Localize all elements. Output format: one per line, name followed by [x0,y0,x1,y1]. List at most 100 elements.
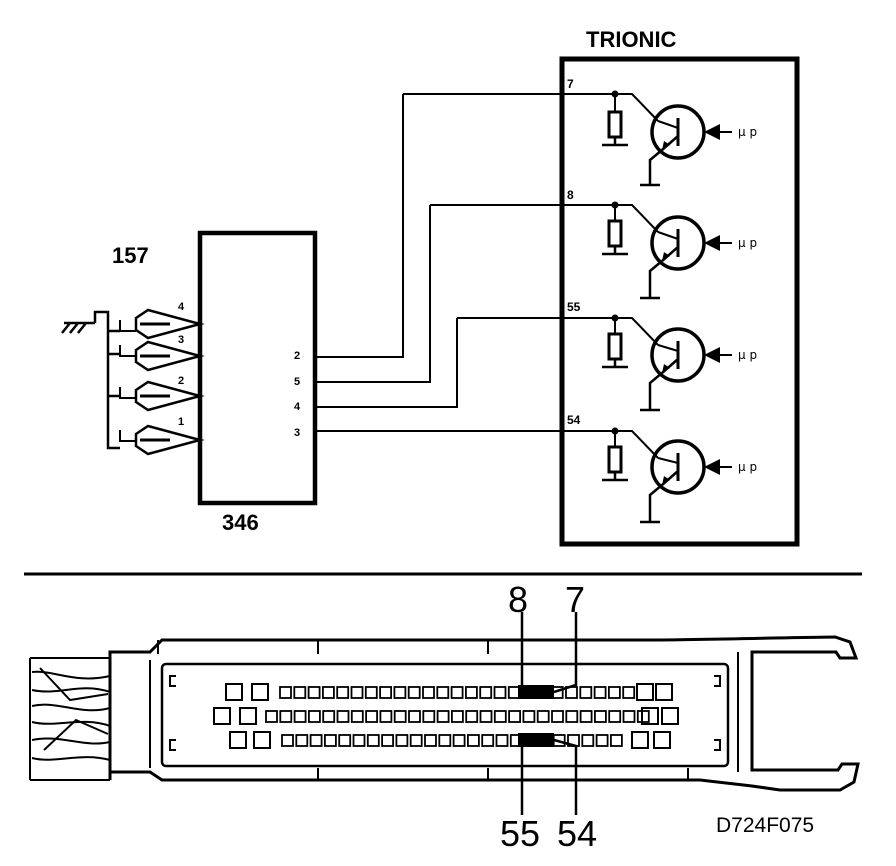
highlight-pins-bottom [518,733,554,747]
ecu-connector [29,612,860,815]
connector-face [160,662,730,768]
connector-pin [352,734,366,747]
connector-pin [393,686,407,699]
connector-pin [608,686,621,699]
connector-pin [350,686,364,699]
connector-pin [253,731,271,749]
connector-pin [229,731,247,749]
connector-pin [655,683,673,701]
connector-pin [479,686,493,699]
connector-pin [393,710,407,723]
mu-p-label: µ p [738,348,757,362]
component-157-label: 157 [112,243,149,268]
connector-pin [450,686,464,699]
component-346-box [197,230,318,506]
connector-pin [409,734,423,747]
connector-pin [452,734,466,747]
connector-pin [579,686,593,699]
connector-pin [551,710,564,723]
connector-pin [338,734,352,747]
connector-pin [594,710,607,723]
figure-code: D724F075 [716,814,814,837]
connector-pin [408,710,421,723]
connector-pin [579,710,593,723]
connector-pin [508,710,522,723]
connector-pin [365,710,379,723]
connector-pin [323,734,337,747]
mu-p-label: µ p [738,460,757,474]
sensor-element: 1 [119,416,205,456]
connector-pin [436,710,450,723]
sensor-element: 4 [119,301,205,340]
ground-icon [602,472,628,482]
component-157-pin-label: 4 [178,301,185,313]
ground-icon [640,260,663,300]
resistor-icon [607,332,623,361]
harness-wires [324,94,458,408]
resistor-icon [607,445,623,474]
cable-bundle [29,657,111,781]
connector-pin [495,734,509,747]
ground-icon [61,310,120,450]
connector-pin [225,683,243,701]
ground-icon [640,484,663,524]
connector-pin [239,707,257,725]
connector-pin [479,710,493,723]
resistor-icon [607,219,623,248]
trionic-pin-label: 8 [567,188,574,202]
arrow-icon [704,347,720,363]
wire-pin4-to-55 [324,318,458,408]
connector-pin [593,686,607,699]
component-157-pin-label: 3 [178,334,184,346]
connector-pin [565,710,579,723]
connector-pin [622,710,636,723]
resistor-icon [607,110,623,139]
mu-p-label: µ p [738,236,757,250]
trionic-stage-1: 7 µ p [403,77,757,187]
component-346-pin-label: 2 [294,350,300,362]
connector-pin [295,734,309,747]
arrow-icon [704,124,720,140]
trionic-box [559,56,800,547]
connector-pin [610,734,623,747]
connector-pin [466,734,480,747]
connector-pin [422,686,435,699]
connector-pin [265,710,278,723]
component-157-pin-label: 2 [178,375,184,387]
component-346-pin-label: 4 [294,401,301,413]
arrow-icon [704,235,720,251]
connector-pin [213,707,231,725]
trionic-stage-2: 8 µ p [430,188,757,300]
ground-icon [602,246,628,256]
connector-pin [641,707,659,725]
leader-line [553,612,578,694]
connector-pin [450,710,464,723]
connector-pin [493,686,507,699]
connector-pin [395,734,409,747]
connector-label-55: 55 [500,813,540,854]
connector-label-8: 8 [508,579,528,620]
connector-pin [536,710,550,723]
trionic-title: TRIONIC [586,27,677,52]
connector-pin [322,710,336,723]
connector-pin [307,710,321,723]
highlight-pins-top [518,685,554,699]
connector-pin [293,710,307,723]
ground-icon [640,372,663,412]
connector-pin [636,710,650,723]
connector-pin [381,734,395,747]
connector-housing [108,635,860,792]
trionic-pin-label: 54 [567,413,581,427]
connector-pin [465,710,479,723]
connector-pin [364,686,378,699]
connector-pin [309,734,323,747]
component-346: 346 2 5 4 3 [197,230,324,535]
ground-icon [602,359,628,369]
connector-pin [608,710,622,723]
connector-pin [350,710,364,723]
wire-pin5-to-8 [324,205,431,383]
ground-icon [602,137,628,147]
ground-icon [640,149,663,187]
mu-p-label: µ p [738,125,757,139]
